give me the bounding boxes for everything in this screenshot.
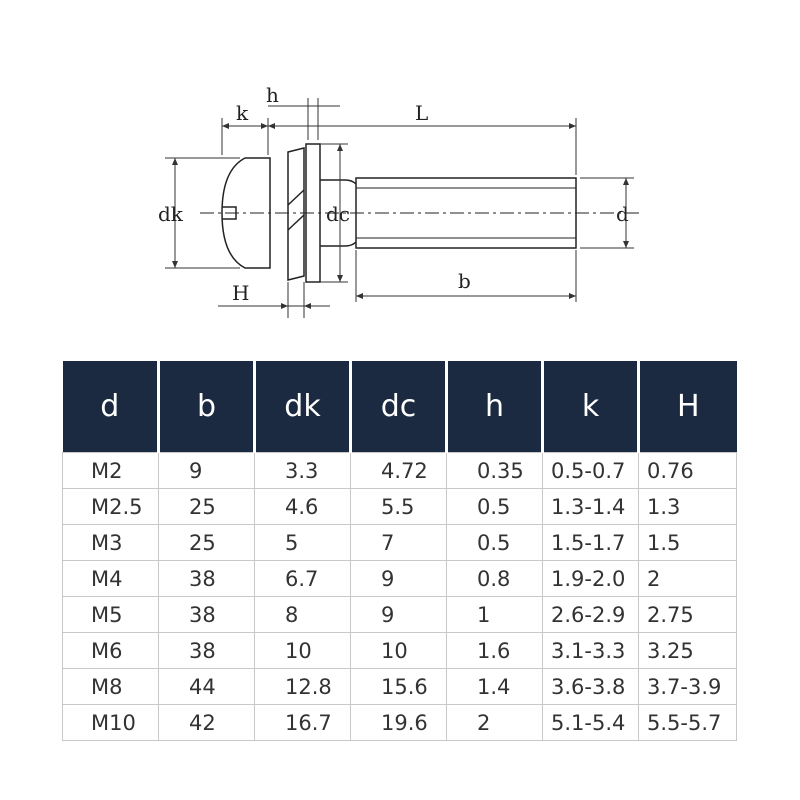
table-cell: 10 [350,632,447,669]
table-cell: 0.5-0.7 [542,452,639,489]
table-cell: 1.5-1.7 [542,524,639,561]
table-cell: 1.6 [446,632,543,669]
table-cell: 3.3 [254,452,351,489]
table-cell: 1.3 [638,488,737,525]
table-cell: 2 [446,704,543,741]
label-k: k [236,101,249,125]
table-cell: 1.5 [638,524,737,561]
label-dk: dk [158,202,184,226]
screw-neck [320,179,357,247]
table-cell: 9 [350,560,447,597]
table-cell: 1 [446,596,543,633]
table-cell: 38 [158,596,255,633]
table-cell: 25 [158,488,255,525]
column-header-b: b [158,361,256,453]
table-cell: 9 [158,452,255,489]
table-cell: 3.6-3.8 [542,668,639,705]
column-header-k: k [542,361,640,453]
table-cell: 0.5 [446,488,543,525]
label-d: d [616,202,629,226]
table-cell: 8 [254,596,351,633]
table-cell: 1.4 [446,668,543,705]
column-header-h: h [446,361,544,453]
table-cell: 42 [158,704,255,741]
table-cell: M3 [62,524,159,561]
table-cell: M10 [62,704,159,741]
table-cell: 5.1-5.4 [542,704,639,741]
label-dc: dc [326,202,350,226]
table-cell: 7 [350,524,447,561]
column-header-dc: dc [350,361,448,453]
table-cell: 0.76 [638,452,737,489]
table-cell: 1.3-1.4 [542,488,639,525]
table-cell: 19.6 [350,704,447,741]
table-cell: 1.9-2.0 [542,560,639,597]
table-cell: 12.8 [254,668,351,705]
table-cell: 25 [158,524,255,561]
table-cell: 5.5-5.7 [638,704,737,741]
table-cell: M6 [62,632,159,669]
label-H: H [232,281,249,305]
table-cell: 4.6 [254,488,351,525]
table-cell: 3.1-3.3 [542,632,639,669]
table-cell: 3.7-3.9 [638,668,737,705]
table-cell: M2.5 [62,488,159,525]
column-header-dk: dk [254,361,352,453]
table-cell: 2.6-2.9 [542,596,639,633]
table-cell: 10 [254,632,351,669]
table-cell: M5 [62,596,159,633]
table-cell: M4 [62,560,159,597]
table-cell: 0.8 [446,560,543,597]
table-cell: 16.7 [254,704,351,741]
screw-head-outline [221,157,271,269]
table-cell: 5.5 [350,488,447,525]
table-cell: 5 [254,524,351,561]
table-cell: 0.35 [446,452,543,489]
column-header-d: d [62,361,160,453]
table-cell: 2.75 [638,596,737,633]
table-cell: 38 [158,632,255,669]
table-cell: M8 [62,668,159,705]
label-h: h [266,83,279,107]
table-cell: 15.6 [350,668,447,705]
table-cell: M2 [62,452,159,489]
table-cell: 2 [638,560,737,597]
table-cell: 6.7 [254,560,351,597]
column-header-h: H [638,361,737,453]
label-b: b [458,269,471,293]
table-cell: 38 [158,560,255,597]
screw-dimension-drawing: k h L dk dc d H b [158,83,640,318]
table-cell: 44 [158,668,255,705]
table-cell: 0.5 [446,524,543,561]
table-cell: 3.25 [638,632,737,669]
table-cell: 4.72 [350,452,447,489]
spring-washer-split [287,189,305,231]
label-L: L [415,101,428,125]
spring-washer [287,147,305,281]
table-cell: 9 [350,596,447,633]
